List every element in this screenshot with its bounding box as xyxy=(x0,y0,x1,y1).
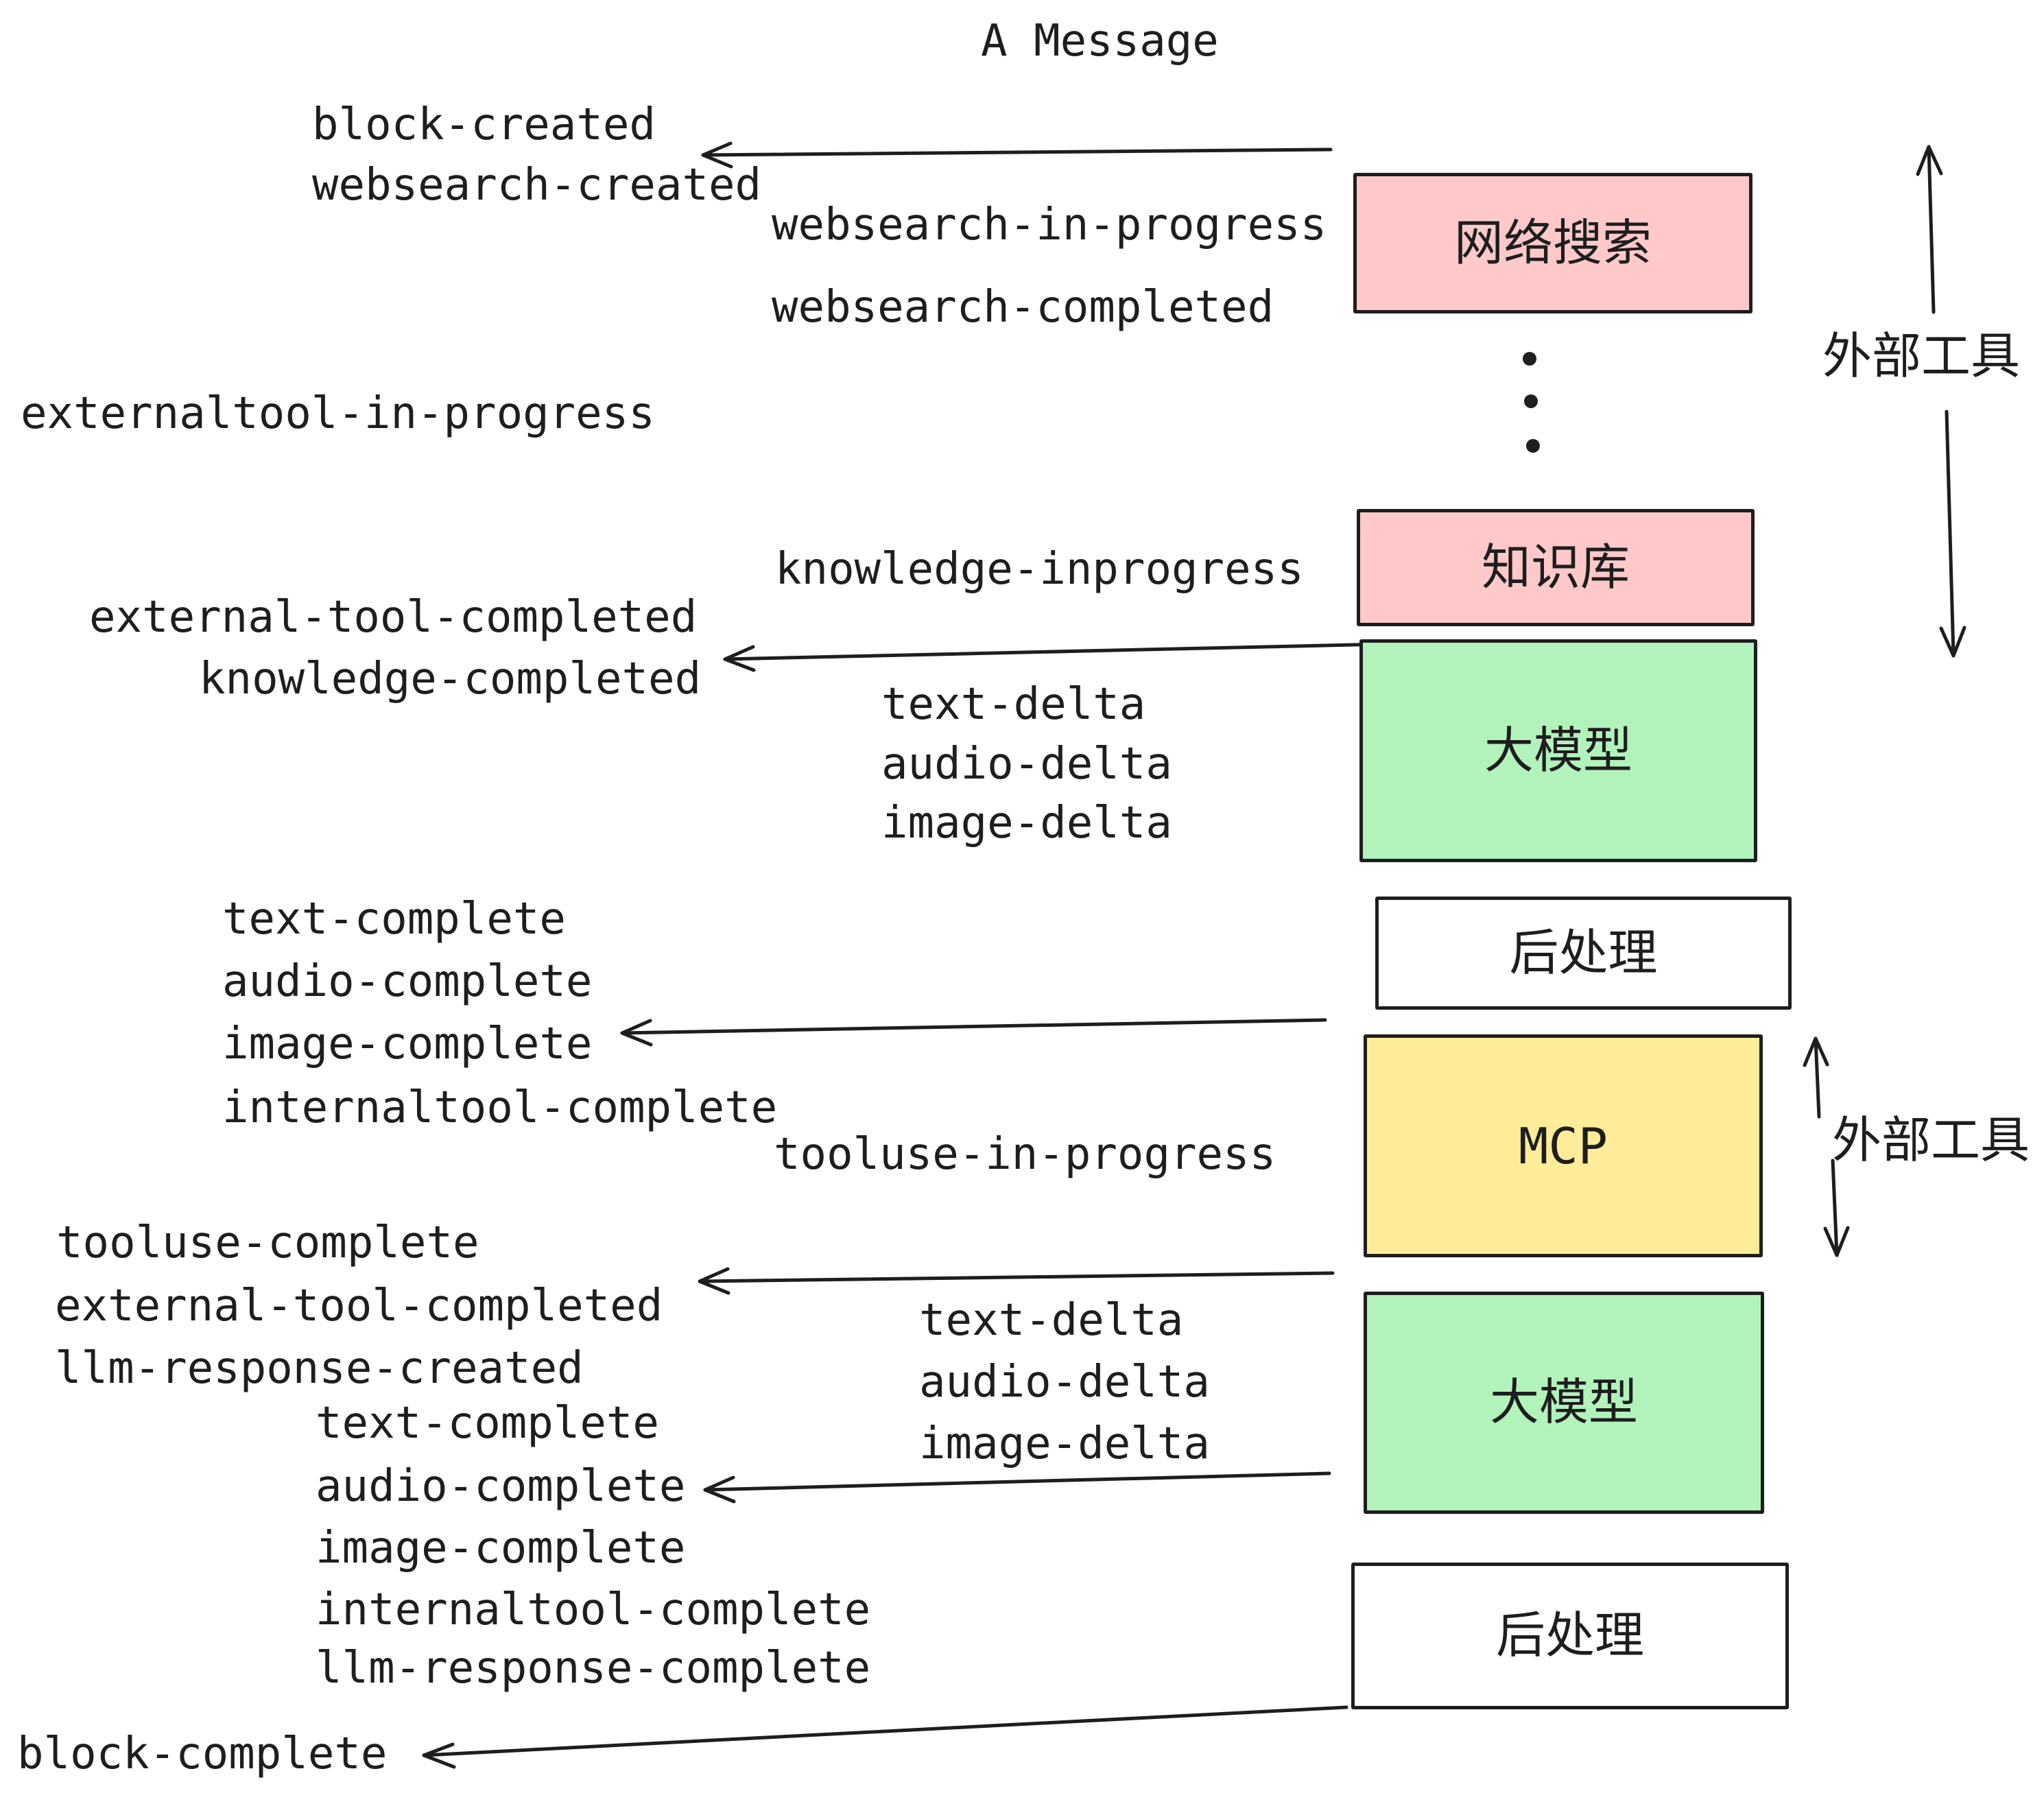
event-internaltool-complete-2: internaltool-complete xyxy=(316,1585,871,1635)
event-tooluse-complete: tooluse-complete xyxy=(56,1218,479,1268)
event-knowledge-inprogress: knowledge-inprogress xyxy=(775,544,1304,595)
event-audio-complete-2: audio-complete xyxy=(316,1461,686,1512)
arrow-left-image-complete-icon xyxy=(620,1018,1327,1047)
node-knowledge-base-label: 知识库 xyxy=(1481,540,1630,595)
event-tooluse-in-progress: tooluse-in-progress xyxy=(774,1129,1276,1180)
event-websearch-created: websearch-created xyxy=(312,160,762,211)
node-websearch-label: 网络搜索 xyxy=(1453,215,1652,271)
event-block-created: block-created xyxy=(312,99,656,150)
page-title: A Message xyxy=(981,16,1219,67)
arrow-left-knowledge-completed-icon xyxy=(723,641,1416,672)
event-image-delta-1: image-delta xyxy=(881,798,1172,848)
event-text-delta-1: text-delta xyxy=(881,679,1146,730)
node-mcp: MCP xyxy=(1364,1034,1763,1257)
node-postprocess-1: 后处理 xyxy=(1375,897,1792,1010)
event-knowledge-completed: knowledge-completed xyxy=(199,654,702,704)
event-audio-delta-1: audio-delta xyxy=(881,739,1172,790)
arrow-up-external-tools-1-icon xyxy=(1916,145,1943,314)
event-audio-complete-1: audio-complete xyxy=(222,956,593,1007)
node-postprocess-2-label: 后处理 xyxy=(1495,1609,1644,1663)
event-block-complete: block-complete xyxy=(17,1729,388,1779)
arrow-left-audio-complete-icon xyxy=(703,1471,1331,1504)
event-llm-response-complete: llm-response-complete xyxy=(316,1643,871,1694)
node-llm-1-label: 大模型 xyxy=(1484,723,1632,779)
event-external-tool-completed-1: external-tool-completed xyxy=(89,592,698,643)
arrow-left-block-complete-icon xyxy=(422,1705,1348,1769)
node-mcp-label: MCP xyxy=(1518,1117,1608,1175)
event-websearch-completed: websearch-completed xyxy=(772,282,1274,333)
event-externaltool-in-progress: externaltool-in-progress xyxy=(21,388,655,439)
event-text-delta-2: text-delta xyxy=(919,1295,1184,1346)
node-postprocess-1-label: 后处理 xyxy=(1509,925,1658,981)
arrow-up-external-tools-2-icon xyxy=(1803,1036,1829,1119)
arrow-left-tooluse-complete-icon xyxy=(698,1267,1335,1295)
node-llm-2-label: 大模型 xyxy=(1489,1375,1638,1430)
event-external-tool-completed-2: external-tool-completed xyxy=(55,1281,663,1331)
event-image-delta-2: image-delta xyxy=(919,1419,1210,1469)
event-llm-response-created: llm-response-created xyxy=(55,1343,584,1394)
arrow-left-block-created-icon xyxy=(701,141,1333,169)
event-internaltool-complete-1: internaltool-complete xyxy=(222,1082,778,1133)
event-text-complete-1: text-complete xyxy=(222,894,566,945)
arrow-down-external-tools-1-icon xyxy=(1939,410,1966,658)
event-image-complete-1: image-complete xyxy=(222,1019,593,1069)
arrow-down-external-tools-2-icon xyxy=(1823,1159,1850,1257)
node-llm-2: 大模型 xyxy=(1364,1292,1764,1514)
node-postprocess-2: 后处理 xyxy=(1351,1563,1789,1709)
side-label-external-tools-2: 外部工具 xyxy=(1832,1113,2030,1168)
event-image-complete-2: image-complete xyxy=(316,1523,686,1574)
event-audio-delta-2: audio-delta xyxy=(919,1357,1210,1408)
ellipsis-dots-icon xyxy=(1523,352,1540,453)
node-llm-1: 大模型 xyxy=(1359,639,1757,862)
side-label-external-tools-1: 外部工具 xyxy=(1822,329,2021,384)
node-websearch: 网络搜索 xyxy=(1353,173,1752,313)
event-websearch-in-progress: websearch-in-progress xyxy=(772,200,1327,250)
event-text-complete-2: text-complete xyxy=(316,1398,659,1449)
node-knowledge-base: 知识库 xyxy=(1357,509,1755,626)
